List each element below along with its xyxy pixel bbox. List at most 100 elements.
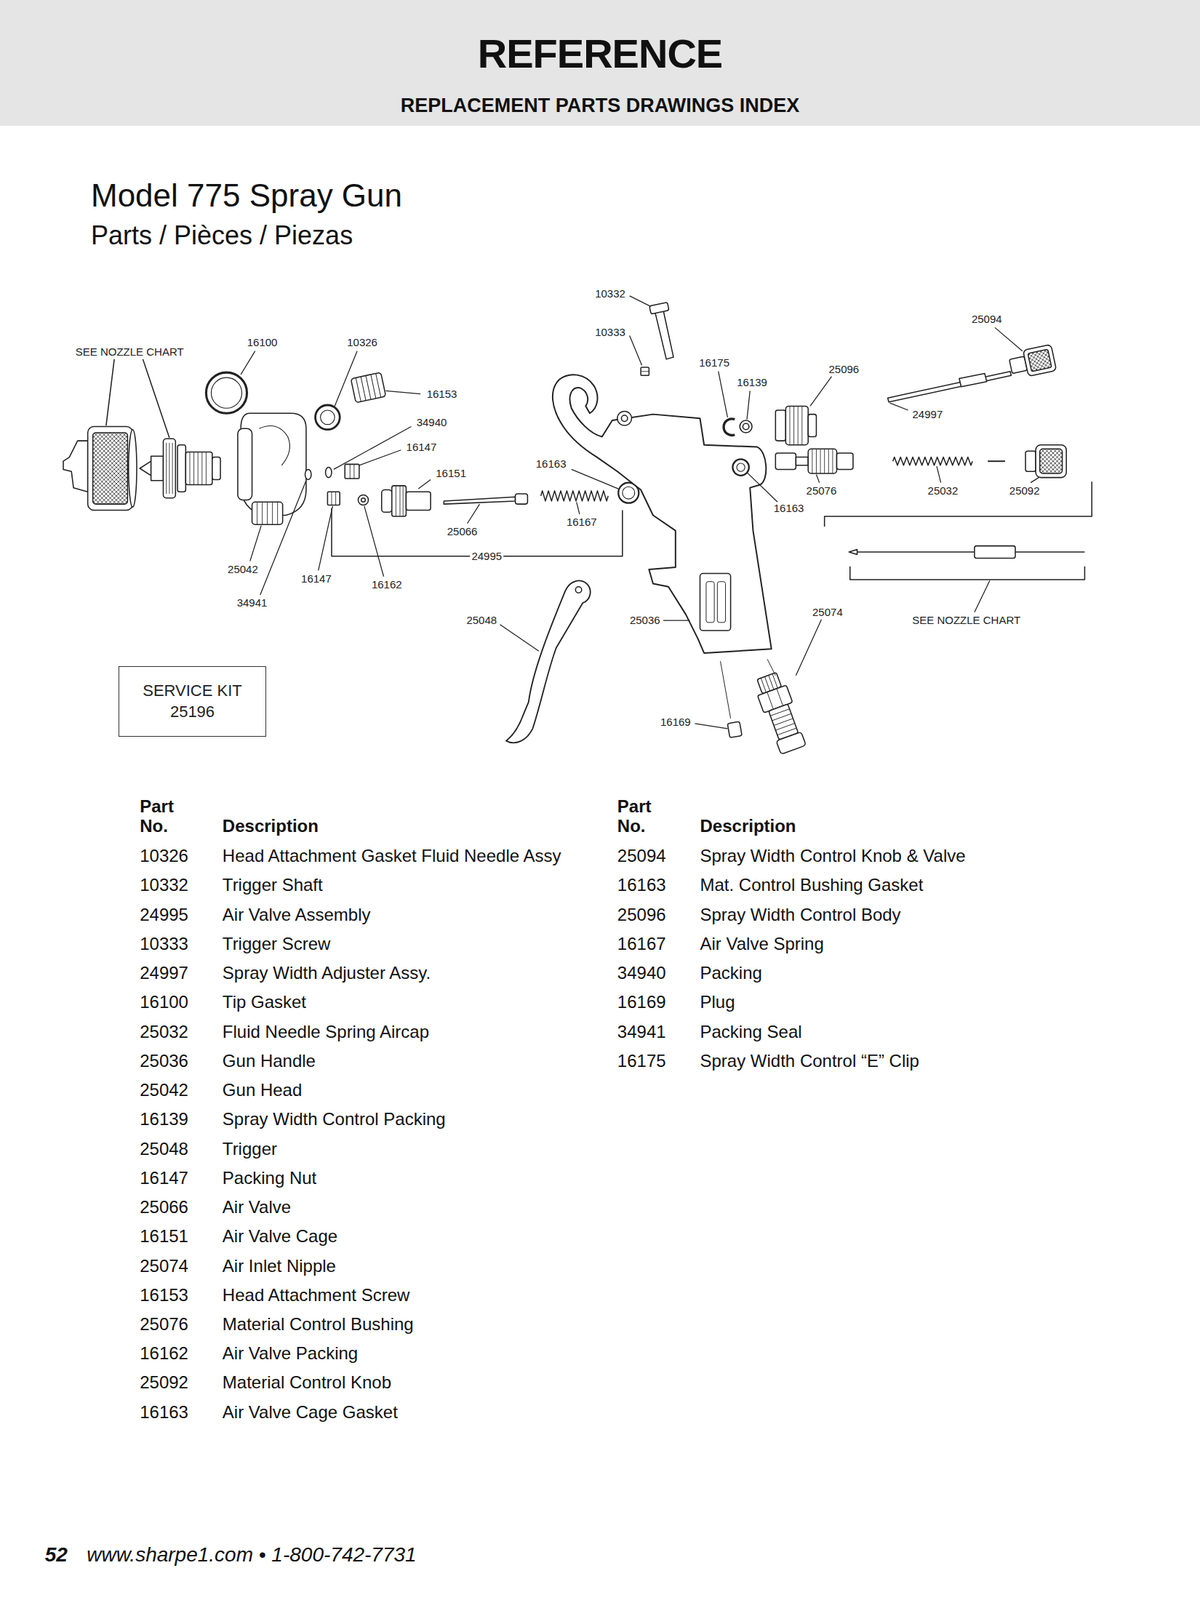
callout-number: 25032	[926, 485, 960, 498]
callout-number: 34940	[415, 416, 449, 430]
part-description: Packing Seal	[700, 1021, 803, 1041]
callout-number: 10333	[593, 326, 627, 339]
air-valve-drawing	[515, 493, 528, 504]
part-number: 16169	[617, 992, 667, 1012]
gun-head-drawing	[257, 501, 278, 525]
part-description: Packing Nut	[222, 1168, 317, 1188]
part-number: 25092	[139, 1373, 189, 1392]
node-text: REFERENCE	[0, 29, 1200, 78]
part-description: Air Valve Cage	[222, 1226, 338, 1246]
air-valve-cage-drawing	[392, 485, 407, 517]
fluid-tip-drawing	[177, 445, 186, 493]
material-knob-drawing	[1035, 445, 1067, 478]
gun-head-drawing	[252, 501, 283, 525]
spray-width-knob-drawing	[1023, 344, 1057, 377]
bracket	[850, 566, 1086, 580]
callout-number: 25074	[810, 606, 845, 619]
callout-number: 24997	[911, 408, 945, 421]
part-description: Plug	[700, 992, 736, 1012]
part-number: 25096	[617, 904, 667, 924]
callout-number: 16151	[434, 467, 468, 480]
spray-width-knob-drawing	[1027, 349, 1052, 372]
part-description: Spray Width Control Packing	[222, 1109, 446, 1129]
trigger-drawing	[575, 586, 582, 593]
trigger-drawing	[506, 581, 591, 744]
spray-width-knob-drawing	[959, 373, 987, 387]
part-number: 16167	[617, 934, 667, 954]
tip-gasket-drawing	[210, 377, 242, 408]
header-band: REFERENCEREPLACEMENT PARTS DRAWINGS INDE…	[0, 0, 1200, 126]
bushing-gasket-drawing	[732, 458, 749, 475]
part-description: Gun Handle	[222, 1051, 316, 1071]
part-description: Tip Gasket	[222, 992, 307, 1012]
bushing-gasket-drawing	[736, 463, 745, 472]
part-description: Head Attachment Gasket Fluid Needle Assy	[222, 846, 562, 866]
head-gasket-drawing	[320, 410, 336, 425]
callout-number: 16153	[425, 387, 459, 400]
callout-number: 25076	[805, 485, 839, 498]
part-number: 10332	[139, 875, 189, 895]
head-gasket-drawing	[315, 405, 341, 430]
callout-number: 25096	[826, 363, 861, 376]
callout-number: 16163	[772, 501, 806, 515]
part-number: 16151	[139, 1226, 189, 1246]
part-description: Spray Width Control “E” Clip	[700, 1051, 920, 1071]
air-valve-cage-drawing	[405, 491, 431, 510]
air-valve-drawing	[443, 496, 515, 504]
part-description: Air Inlet Nipple	[222, 1256, 336, 1275]
fluid-tip-drawing	[166, 442, 173, 494]
part-description: Head Attachment Screw	[222, 1285, 410, 1305]
gun-handle-drawing	[552, 374, 772, 654]
fluid-needle-drawing	[848, 549, 857, 555]
small-parts-drawing	[331, 491, 336, 505]
alignment-line	[720, 658, 776, 718]
small-parts-drawing	[305, 469, 312, 480]
bracket	[331, 508, 623, 557]
callout-number: 25066	[445, 525, 480, 539]
material-bushing-drawing	[775, 453, 796, 470]
head-screw-drawing	[355, 373, 381, 402]
fluid-needle-drawing	[857, 551, 975, 553]
callout-number: 16167	[565, 516, 599, 529]
air-inlet-nipple-drawing	[776, 731, 806, 755]
air-inlet-nipple-drawing	[752, 670, 808, 755]
head-screw-drawing	[350, 372, 386, 403]
part-number: 16162	[139, 1344, 189, 1363]
spray-width-body-drawing	[785, 405, 808, 445]
tip-gasket-drawing	[205, 372, 247, 414]
part-number: 25074	[139, 1256, 189, 1275]
spray-width-knob-drawing	[1008, 344, 1057, 380]
dash-mark	[987, 460, 1006, 462]
air-valve-drawing	[443, 493, 528, 504]
part-number: 34940	[617, 963, 667, 983]
cage-gasket-drawing	[622, 486, 635, 499]
material-knob-drawing	[1025, 445, 1067, 478]
service-kit-box: SERVICE KIT 25196	[118, 666, 267, 737]
leader-line	[240, 296, 1039, 729]
head-gasket-drawing	[315, 405, 341, 430]
gun-handle-drawing	[552, 374, 772, 654]
small-parts-drawing	[344, 464, 360, 479]
part-description: Air Valve Spring	[700, 934, 824, 954]
part-description: Trigger Shaft	[222, 875, 323, 895]
part-description: Material Control Knob	[222, 1373, 392, 1392]
part-description: Gun Head	[222, 1080, 302, 1100]
part-description: Spray Width Control Body	[700, 904, 902, 924]
small-parts-drawing	[361, 498, 366, 503]
gun-handle-drawing	[699, 573, 731, 632]
part-number: 10333	[139, 934, 189, 954]
part-number: 25094	[617, 846, 667, 866]
plug-drawing	[727, 721, 742, 738]
part-number: 25048	[139, 1138, 189, 1158]
node-text: SERVICE KIT 25196	[136, 680, 249, 723]
trigger-shaft-drawing	[640, 370, 649, 372]
fluid-needle-drawing	[974, 546, 1016, 559]
gun-head-drawing	[237, 413, 307, 525]
part-number: 16147	[139, 1168, 189, 1188]
part-number: 16139	[139, 1109, 189, 1129]
e-clip-drawing	[723, 418, 735, 435]
part-number: 34941	[617, 1021, 667, 1041]
part-description: Spray Width Control Knob & Valve	[700, 846, 966, 866]
